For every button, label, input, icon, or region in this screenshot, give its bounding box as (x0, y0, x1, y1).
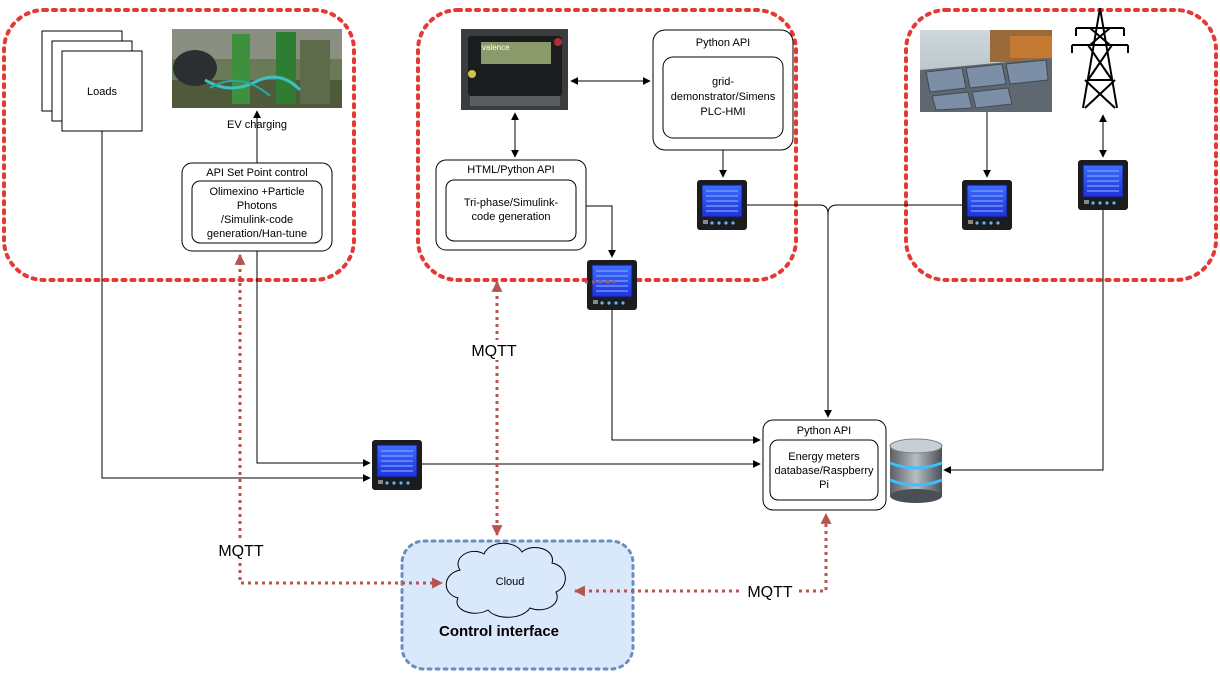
setpoint-line-4: generation/Han-tune (207, 228, 307, 240)
connector-setpoint-meter (256, 251, 371, 467)
solar-panel-photo (920, 30, 1052, 112)
plc-api-line-3: PLC-HMI (700, 106, 745, 118)
group-battery (416, 8, 798, 282)
db-api-line-2: database/Raspberry (774, 465, 874, 477)
db-api-inner-box (769, 439, 879, 501)
setpoint-inner-box (191, 180, 323, 244)
connector-meter-db-left (611, 310, 761, 444)
group-loads-ev (2, 8, 356, 282)
energy-meter-icon (696, 179, 748, 231)
mqtt-label-right: MQTT (747, 584, 793, 601)
mqtt-label-left: MQTT (218, 543, 264, 560)
db-api-line-3: Pi (819, 479, 829, 491)
connector-plcmeter-db (747, 204, 832, 418)
energy-meter-icon (371, 439, 423, 491)
setpoint-line-1: Olimexino +Particle (209, 186, 304, 198)
loads-label: Loads (87, 86, 117, 98)
plc-api-line-1: grid- (712, 76, 734, 88)
mqtt-link-db (573, 512, 832, 597)
plc-api-line-2: demonstrator/Simens (671, 91, 776, 103)
html-api-inner-box (445, 179, 577, 242)
mqtt-label-bg (213, 540, 269, 560)
cloud-icon (445, 542, 566, 618)
document-stack-icon (41, 30, 143, 132)
database-icon (889, 438, 943, 503)
connector-gridmeter-db (943, 210, 1104, 474)
plc-api-title: Python API (696, 37, 750, 49)
setpoint-title: API Set Point control (206, 167, 308, 179)
html-api-line-1: Tri-phase/Simulink- (464, 197, 559, 209)
html-api-title: HTML/Python API (467, 164, 554, 176)
battery-brand: valence (482, 43, 510, 52)
db-api-line-1: Energy meters (788, 451, 860, 463)
mqtt-link-setpoint (234, 253, 444, 589)
ev-charger-photo (172, 29, 342, 108)
energy-meter-icon (1077, 159, 1129, 211)
transmission-tower-icon (1071, 7, 1129, 109)
connector-html-meter (586, 205, 616, 258)
mqtt-label-bg (466, 340, 522, 360)
group-generation (904, 8, 1218, 282)
connectors (101, 77, 1107, 482)
battery-photo (461, 29, 568, 110)
setpoint-line-2: Photons (237, 200, 278, 212)
plc-api-inner-box (662, 56, 784, 139)
energy-meter-icon (586, 259, 638, 311)
connector-solarmeter-db (827, 204, 962, 215)
energy-meter-icon (961, 179, 1013, 231)
control-interface-label: Control interface (439, 623, 559, 640)
setpoint-line-3: /Simulink-code (221, 214, 293, 226)
mqtt-links (234, 253, 832, 597)
html-api-line-2: code generation (472, 211, 551, 223)
mqtt-label-bg (742, 581, 798, 601)
mqtt-label-middle: MQTT (471, 343, 517, 360)
db-api-title: Python API (797, 425, 851, 437)
cloud-label: Cloud (496, 576, 525, 588)
